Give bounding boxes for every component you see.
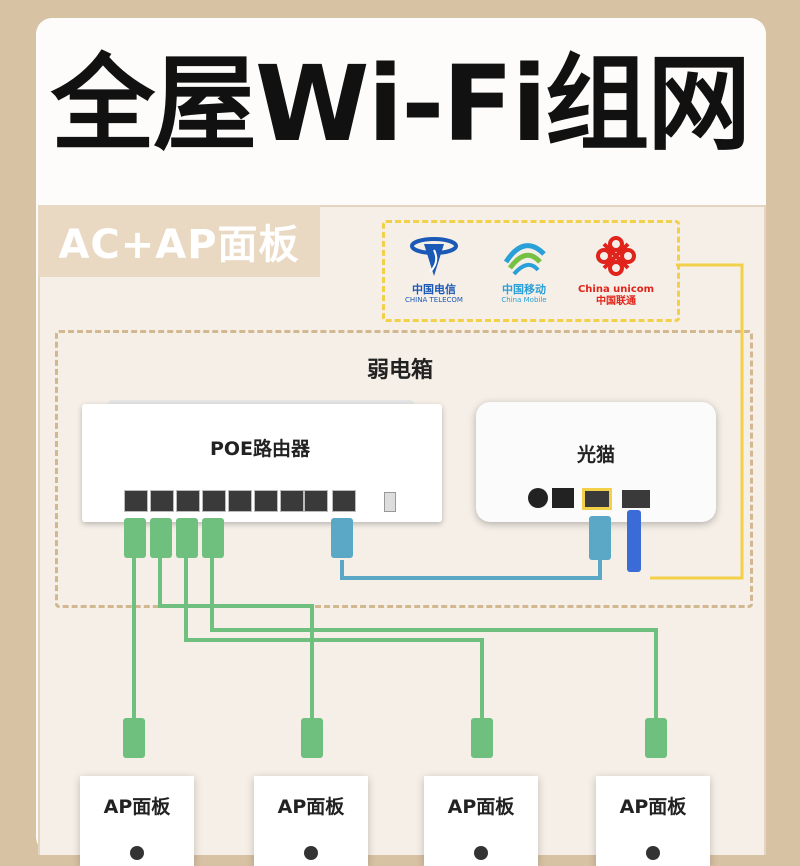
lan-port-1 bbox=[124, 490, 148, 512]
ap-plug-3 bbox=[471, 718, 493, 758]
weak-current-box bbox=[55, 330, 753, 608]
ap-plug-4 bbox=[645, 718, 667, 758]
unicom-knot-icon bbox=[596, 236, 636, 276]
ap-indicator-icon bbox=[474, 846, 488, 860]
ap-plug-group bbox=[123, 718, 667, 758]
wan-port bbox=[332, 490, 356, 512]
router-plug-3 bbox=[176, 518, 198, 558]
ap-panel-label: AP面板 bbox=[619, 796, 687, 818]
isp-mobile: 中国移动 China Mobile bbox=[484, 232, 564, 304]
modem-power-button-icon bbox=[528, 488, 548, 508]
router-label: POE路由器 bbox=[209, 438, 311, 460]
page-title: 全屋Wi-Fi组网 bbox=[50, 43, 751, 165]
isp-mobile-name: 中国移动 bbox=[502, 283, 546, 296]
modem-plug bbox=[589, 516, 611, 560]
modem-fiber-port bbox=[622, 490, 650, 508]
mobile-logo-icon bbox=[503, 243, 546, 276]
modem-label: 光猫 bbox=[576, 444, 615, 466]
ap-panel-4: AP面板 bbox=[596, 776, 710, 866]
section-badge: AC+AP面板 bbox=[38, 205, 320, 277]
modem-dc-port-icon bbox=[552, 488, 574, 508]
weak-current-box-label: 弱电箱 bbox=[366, 358, 433, 383]
isp-telecom: 中国电信 CHINA TELECOM bbox=[394, 232, 474, 304]
lan-port-6 bbox=[254, 490, 278, 512]
lan-port-5 bbox=[228, 490, 252, 512]
ap-indicator-icon bbox=[304, 846, 318, 860]
router-plug-group bbox=[124, 510, 641, 572]
section-badge-label: AC+AP面板 bbox=[58, 222, 300, 268]
ap-plug-1 bbox=[123, 718, 145, 758]
ap-panel-3: AP面板 bbox=[424, 776, 538, 866]
router-plug-1 bbox=[124, 518, 146, 558]
lan-port-4 bbox=[202, 490, 226, 512]
fiber-plug-icon bbox=[627, 510, 641, 572]
modem-lan-port bbox=[582, 488, 612, 510]
wan-cable bbox=[340, 560, 602, 580]
ap-panel-label: AP面板 bbox=[447, 796, 515, 818]
isp-telecom-sub: CHINA TELECOM bbox=[405, 296, 463, 304]
router-plug-4 bbox=[202, 518, 224, 558]
ap-panel-1: AP面板 bbox=[80, 776, 194, 866]
router-plug-2 bbox=[150, 518, 172, 558]
ap-cable-4 bbox=[210, 555, 658, 722]
wan-plug bbox=[331, 518, 353, 558]
ap-indicator-icon bbox=[130, 846, 144, 860]
power-switch-icon bbox=[384, 492, 396, 512]
isp-box bbox=[382, 220, 680, 322]
ap-indicator-icon bbox=[646, 846, 660, 860]
ap-cable-2 bbox=[158, 555, 314, 722]
fiber-link-line bbox=[650, 263, 744, 580]
isp-unicom-name: China unicom中国联通 bbox=[577, 284, 655, 307]
isp-telecom-name: 中国电信 bbox=[412, 283, 456, 296]
telecom-logo-icon bbox=[410, 237, 458, 276]
lan-port-3 bbox=[176, 490, 200, 512]
lan-port-7 bbox=[280, 490, 304, 512]
ap-plug-2 bbox=[301, 718, 323, 758]
ap-panel-label: AP面板 bbox=[103, 796, 171, 818]
lan-port-2 bbox=[150, 490, 174, 512]
ap-panel-label: AP面板 bbox=[277, 796, 345, 818]
isp-mobile-sub: China Mobile bbox=[501, 296, 547, 304]
lan-port-8 bbox=[304, 490, 328, 512]
isp-unicom: China unicom中国联通 bbox=[576, 232, 656, 307]
ap-cable-3 bbox=[184, 555, 484, 722]
